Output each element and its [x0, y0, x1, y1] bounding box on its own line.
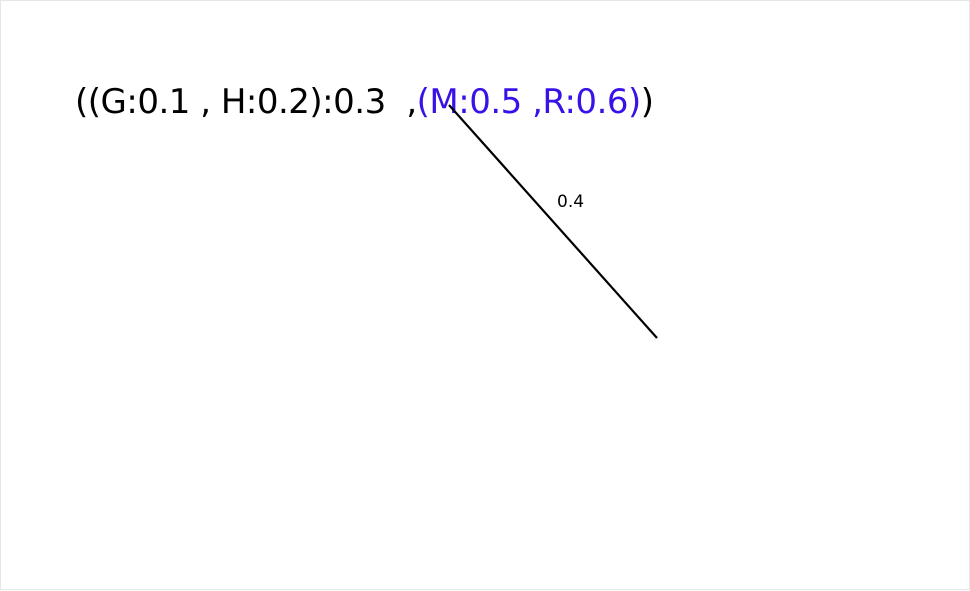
branch-edge-line — [448, 104, 658, 339]
newick-highlighted-subtree: (M:0.5 ,R:0.6) — [416, 82, 642, 122]
newick-closing-paren: ) — [640, 82, 654, 122]
newick-separator: , — [385, 82, 417, 122]
branch-length-label: 0.4 — [557, 192, 585, 212]
newick-expression: ((G:0.1 , H:0.2):0.3 ,(M:0.5 ,R:0.6)) — [75, 79, 654, 125]
newick-left-subtree: ((G:0.1 , H:0.2):0.3 — [75, 82, 386, 122]
